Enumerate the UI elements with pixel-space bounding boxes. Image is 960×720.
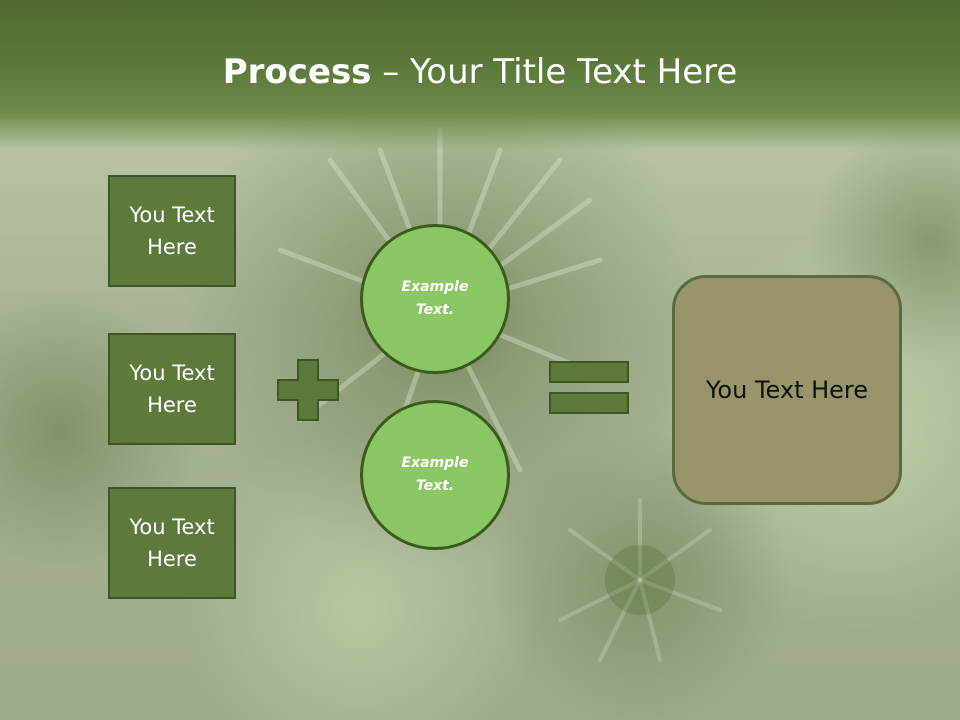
title-bar (0, 0, 960, 150)
text-box-1: You Text Here (108, 175, 236, 287)
text-box-2: You Text Here (108, 333, 236, 445)
plus-icon (277, 359, 339, 421)
example-circle-1: Example Text. (360, 224, 510, 374)
slide-title: Process – Your Title Text Here (0, 52, 960, 92)
result-box: You Text Here (672, 275, 902, 505)
title-bold: Process (222, 52, 372, 92)
example-circle-2: Example Text. (360, 400, 510, 550)
title-rest: – Your Title Text Here (371, 52, 738, 92)
text-box-3: You Text Here (108, 487, 236, 599)
equals-icon (549, 361, 629, 414)
